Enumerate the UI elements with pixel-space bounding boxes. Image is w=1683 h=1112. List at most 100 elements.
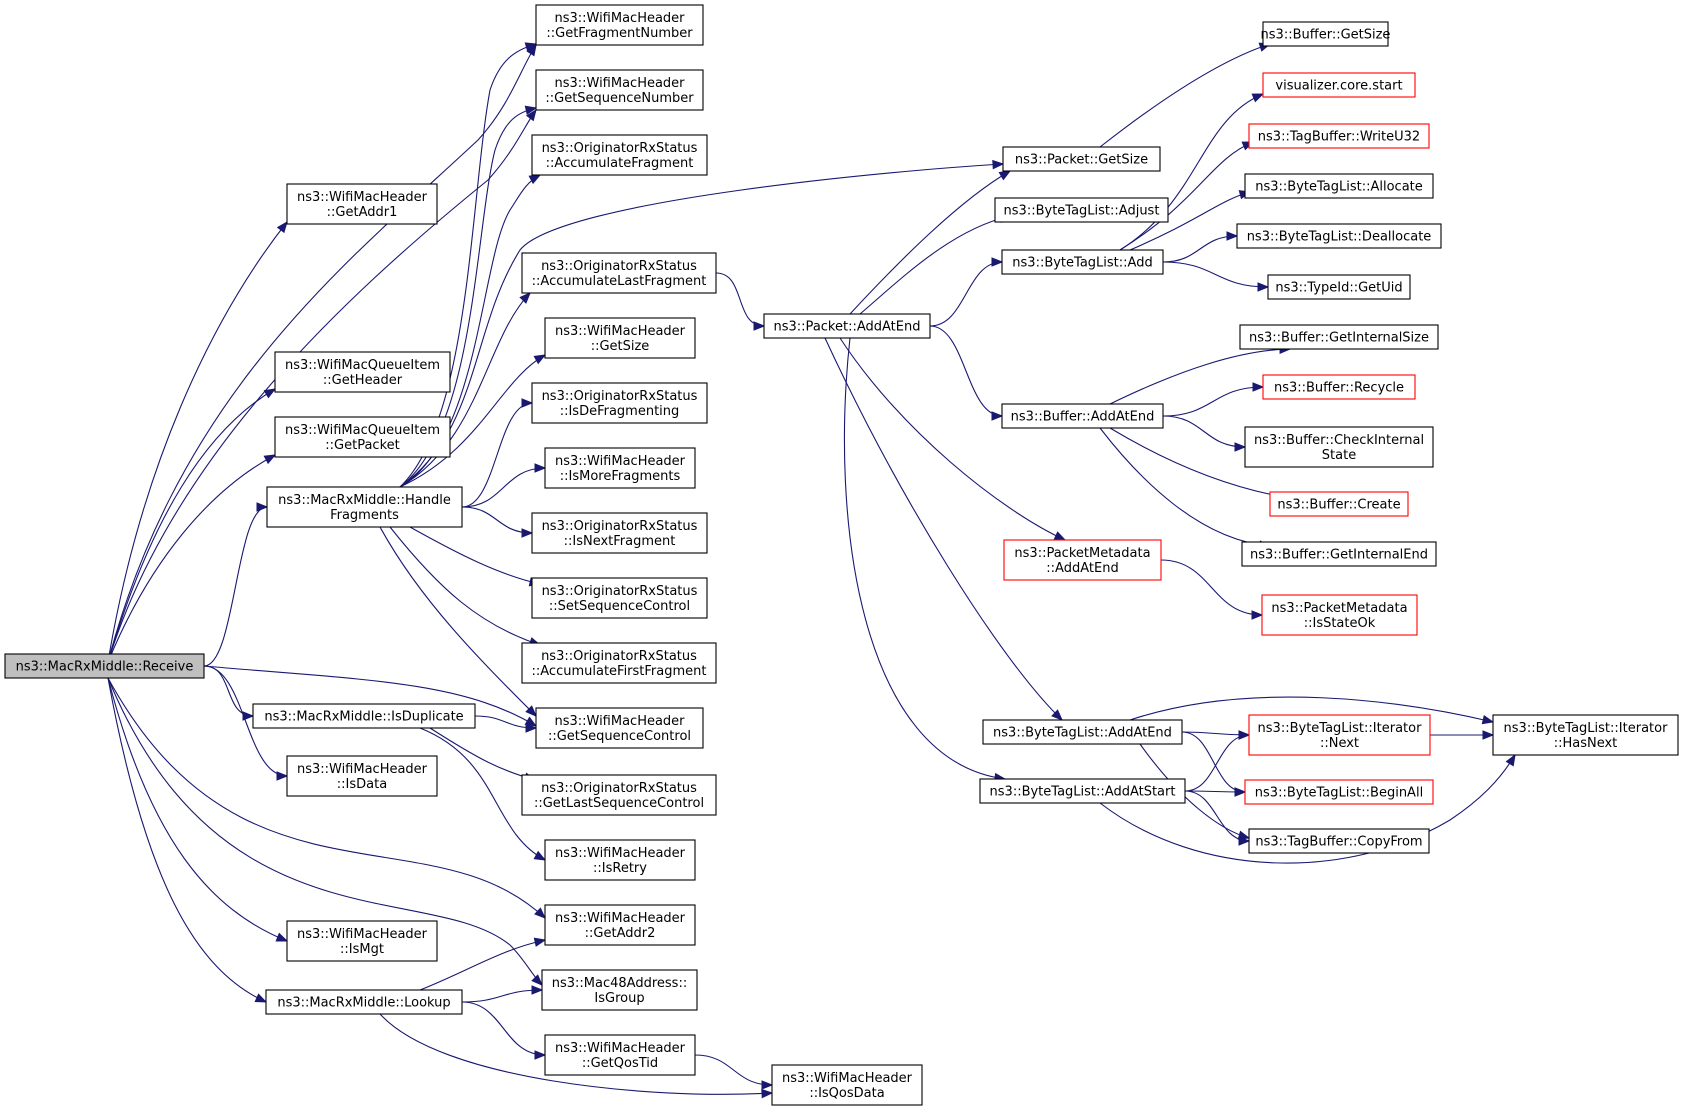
node-accumulate-fragment[interactable]: ns3::OriginatorRxStatus::AccumulateFragm…	[531, 134, 708, 176]
edge-line	[1099, 427, 1271, 547]
node-btl-begin-all[interactable]: ns3::ByteTagList::BeginAll	[1244, 779, 1434, 805]
node-is-duplicate[interactable]: ns3::MacRxMiddle::IsDuplicate	[252, 703, 476, 729]
node-buffer-create[interactable]: ns3::Buffer::Create	[1269, 491, 1409, 517]
node-box	[1262, 374, 1416, 400]
node-label: ns3::OriginatorRxStatus	[541, 649, 697, 664]
node-label: ns3::WifiMacHeader	[555, 911, 686, 926]
node-pm-is-state-ok[interactable]: ns3::PacketMetadata::IsStateOk	[1261, 594, 1418, 636]
node-btl-allocate[interactable]: ns3::ByteTagList::Allocate	[1244, 173, 1434, 199]
node-get-fragment-number[interactable]: ns3::WifiMacHeader::GetFragmentNumber	[535, 4, 704, 46]
call-edges	[107, 42, 1516, 1099]
node-label: ::IsNextFragment	[564, 534, 676, 549]
node-get-sequence-control[interactable]: ns3::WifiMacHeader::GetSequenceControl	[535, 707, 704, 749]
node-typeid-get-uid[interactable]: ns3::TypeId::GetUid	[1267, 274, 1411, 300]
node-tagbuffer-write-u32[interactable]: ns3::TagBuffer::WriteU32	[1248, 123, 1430, 149]
node-accumulate-first-fragment[interactable]: ns3::OriginatorRxStatus::AccumulateFirst…	[521, 642, 717, 684]
node-btl-iterator-next[interactable]: ns3::ByteTagList::Iterator::Next	[1248, 714, 1431, 756]
node-set-sequence-control[interactable]: ns3::OriginatorRxStatus::SetSequenceCont…	[531, 577, 708, 619]
node-label: ns3::OriginatorRxStatus	[542, 141, 698, 156]
node-label: ns3::OriginatorRxStatus	[541, 259, 697, 274]
edge-arrowhead	[276, 771, 289, 781]
node-btl-deallocate[interactable]: ns3::ByteTagList::Deallocate	[1236, 223, 1442, 249]
node-get-size-hdr[interactable]: ns3::WifiMacHeader::GetSize	[544, 317, 696, 359]
node-btl-add-at-start[interactable]: ns3::ByteTagList::AddAtStart	[979, 778, 1186, 804]
edge-arrowhead	[1238, 836, 1251, 846]
node-box	[1261, 594, 1418, 636]
edge-line	[824, 337, 1063, 721]
node-label: ::HasNext	[1554, 736, 1618, 751]
node-box	[982, 719, 1183, 745]
edge-arrowhead	[519, 292, 531, 304]
edge-handle_fragments-to-is_next_fragment	[461, 506, 534, 538]
edge-receive-to-get_addr2	[107, 677, 546, 919]
edge-line	[107, 677, 288, 942]
node-queue-get-header[interactable]: ns3::WifiMacQueueItem::GetHeader	[274, 351, 451, 393]
node-btl-iterator-has-next[interactable]: ns3::ByteTagList::Iterator::HasNext	[1492, 714, 1679, 756]
node-label: ::GetSize	[591, 339, 650, 354]
edge-lookup-to-get_qos_tid	[461, 1001, 547, 1060]
node-label: ::AddAtEnd	[1046, 561, 1118, 576]
node-box	[286, 755, 438, 797]
edge-btl_add_at_end-to-btl_iterator_has_next	[1129, 696, 1495, 725]
node-packet-add-at-end[interactable]: ns3::Packet::AddAtEnd	[763, 313, 931, 339]
node-is-defragmenting[interactable]: ns3::OriginatorRxStatus::IsDeFragmenting	[531, 382, 708, 424]
node-label: ::GetLastSequenceControl	[534, 796, 704, 811]
node-is-qos-data[interactable]: ns3::WifiMacHeader::IsQosData	[771, 1064, 923, 1106]
node-is-next-fragment[interactable]: ns3::OriginatorRxStatus::IsNextFragment	[531, 512, 708, 554]
node-get-addr1[interactable]: ns3::WifiMacHeader::GetAddr1	[286, 183, 438, 225]
node-get-qos-tid[interactable]: ns3::WifiMacHeader::GetQosTid	[544, 1034, 696, 1076]
node-lookup[interactable]: ns3::MacRxMiddle::Lookup	[265, 989, 463, 1015]
node-buffer-get-size[interactable]: ns3::Buffer::GetSize	[1261, 21, 1391, 47]
node-box	[1248, 828, 1430, 854]
node-box	[1241, 541, 1437, 567]
node-packet-get-size[interactable]: ns3::Packet::GetSize	[1002, 146, 1161, 172]
node-btl-adjust[interactable]: ns3::ByteTagList::Adjust	[994, 197, 1169, 223]
node-label: ns3::Buffer::Create	[1277, 498, 1400, 513]
node-label: ::Next	[1320, 736, 1359, 751]
node-accumulate-last-fragment[interactable]: ns3::OriginatorRxStatus::AccumulateLastF…	[521, 252, 717, 294]
node-is-group[interactable]: ns3::Mac48Address::IsGroup	[541, 969, 698, 1011]
node-get-sequence-number[interactable]: ns3::WifiMacHeader::GetSequenceNumber	[535, 69, 704, 111]
node-queue-get-packet[interactable]: ns3::WifiMacQueueItem::GetPacket	[274, 416, 451, 458]
node-pm-add-at-end[interactable]: ns3::PacketMetadata::AddAtEnd	[1003, 539, 1162, 581]
node-is-data[interactable]: ns3::WifiMacHeader::IsData	[286, 755, 438, 797]
node-btl-add[interactable]: ns3::ByteTagList::Add	[1001, 249, 1164, 275]
node-buffer-get-internal-size[interactable]: ns3::Buffer::GetInternalSize	[1239, 324, 1439, 350]
node-label: ns3::Buffer::GetInternalSize	[1249, 331, 1429, 346]
node-receive[interactable]: ns3::MacRxMiddle::Receive	[4, 653, 205, 679]
node-label: ::IsDeFragmenting	[560, 404, 680, 419]
edge-line	[107, 388, 276, 663]
edge-receive-to-get_sequence_number	[107, 108, 537, 663]
node-label: ns3::WifiMacHeader	[555, 846, 686, 861]
node-buffer-get-internal-end[interactable]: ns3::Buffer::GetInternalEnd	[1241, 541, 1437, 567]
node-viz-core-start[interactable]: visualizer.core.start	[1262, 72, 1416, 98]
edge-line	[1119, 141, 1254, 251]
node-box	[274, 416, 451, 458]
node-tagbuffer-copy-from[interactable]: ns3::TagBuffer::CopyFrom	[1248, 828, 1430, 854]
node-label: ns3::ByteTagList::Deallocate	[1247, 230, 1432, 245]
edge-arrowhead	[528, 174, 542, 185]
node-label: ns3::ByteTagList::AddAtEnd	[993, 726, 1172, 741]
node-is-mgt[interactable]: ns3::WifiMacHeader::IsMgt	[286, 920, 438, 962]
node-label: ns3::MacRxMiddle::Lookup	[277, 996, 450, 1011]
node-buffer-recycle[interactable]: ns3::Buffer::Recycle	[1262, 374, 1416, 400]
node-get-last-sequence-control[interactable]: ns3::OriginatorRxStatus::GetLastSequence…	[521, 774, 717, 816]
edge-line	[399, 163, 1004, 488]
node-box	[252, 703, 476, 729]
node-is-retry[interactable]: ns3::WifiMacHeader::IsRetry	[544, 839, 696, 881]
node-btl-add-at-end[interactable]: ns3::ByteTagList::AddAtEnd	[982, 719, 1183, 745]
edge-line	[1162, 261, 1269, 288]
edge-line	[1162, 235, 1238, 263]
edge-btl_iterator_next-to-btl_iterator_has_next	[1430, 730, 1495, 740]
node-box	[1002, 146, 1161, 172]
node-box	[1244, 779, 1434, 805]
node-get-addr2[interactable]: ns3::WifiMacHeader::GetAddr2	[544, 904, 696, 946]
node-is-more-fragments[interactable]: ns3::WifiMacHeader::IsMoreFragments	[544, 447, 696, 489]
node-box	[1244, 173, 1434, 199]
edge-line	[107, 454, 276, 663]
node-buffer-add-at-end[interactable]: ns3::Buffer::AddAtEnd	[1001, 403, 1164, 429]
edge-receive-to-is_duplicate	[203, 665, 255, 721]
edge-line	[839, 337, 1066, 541]
